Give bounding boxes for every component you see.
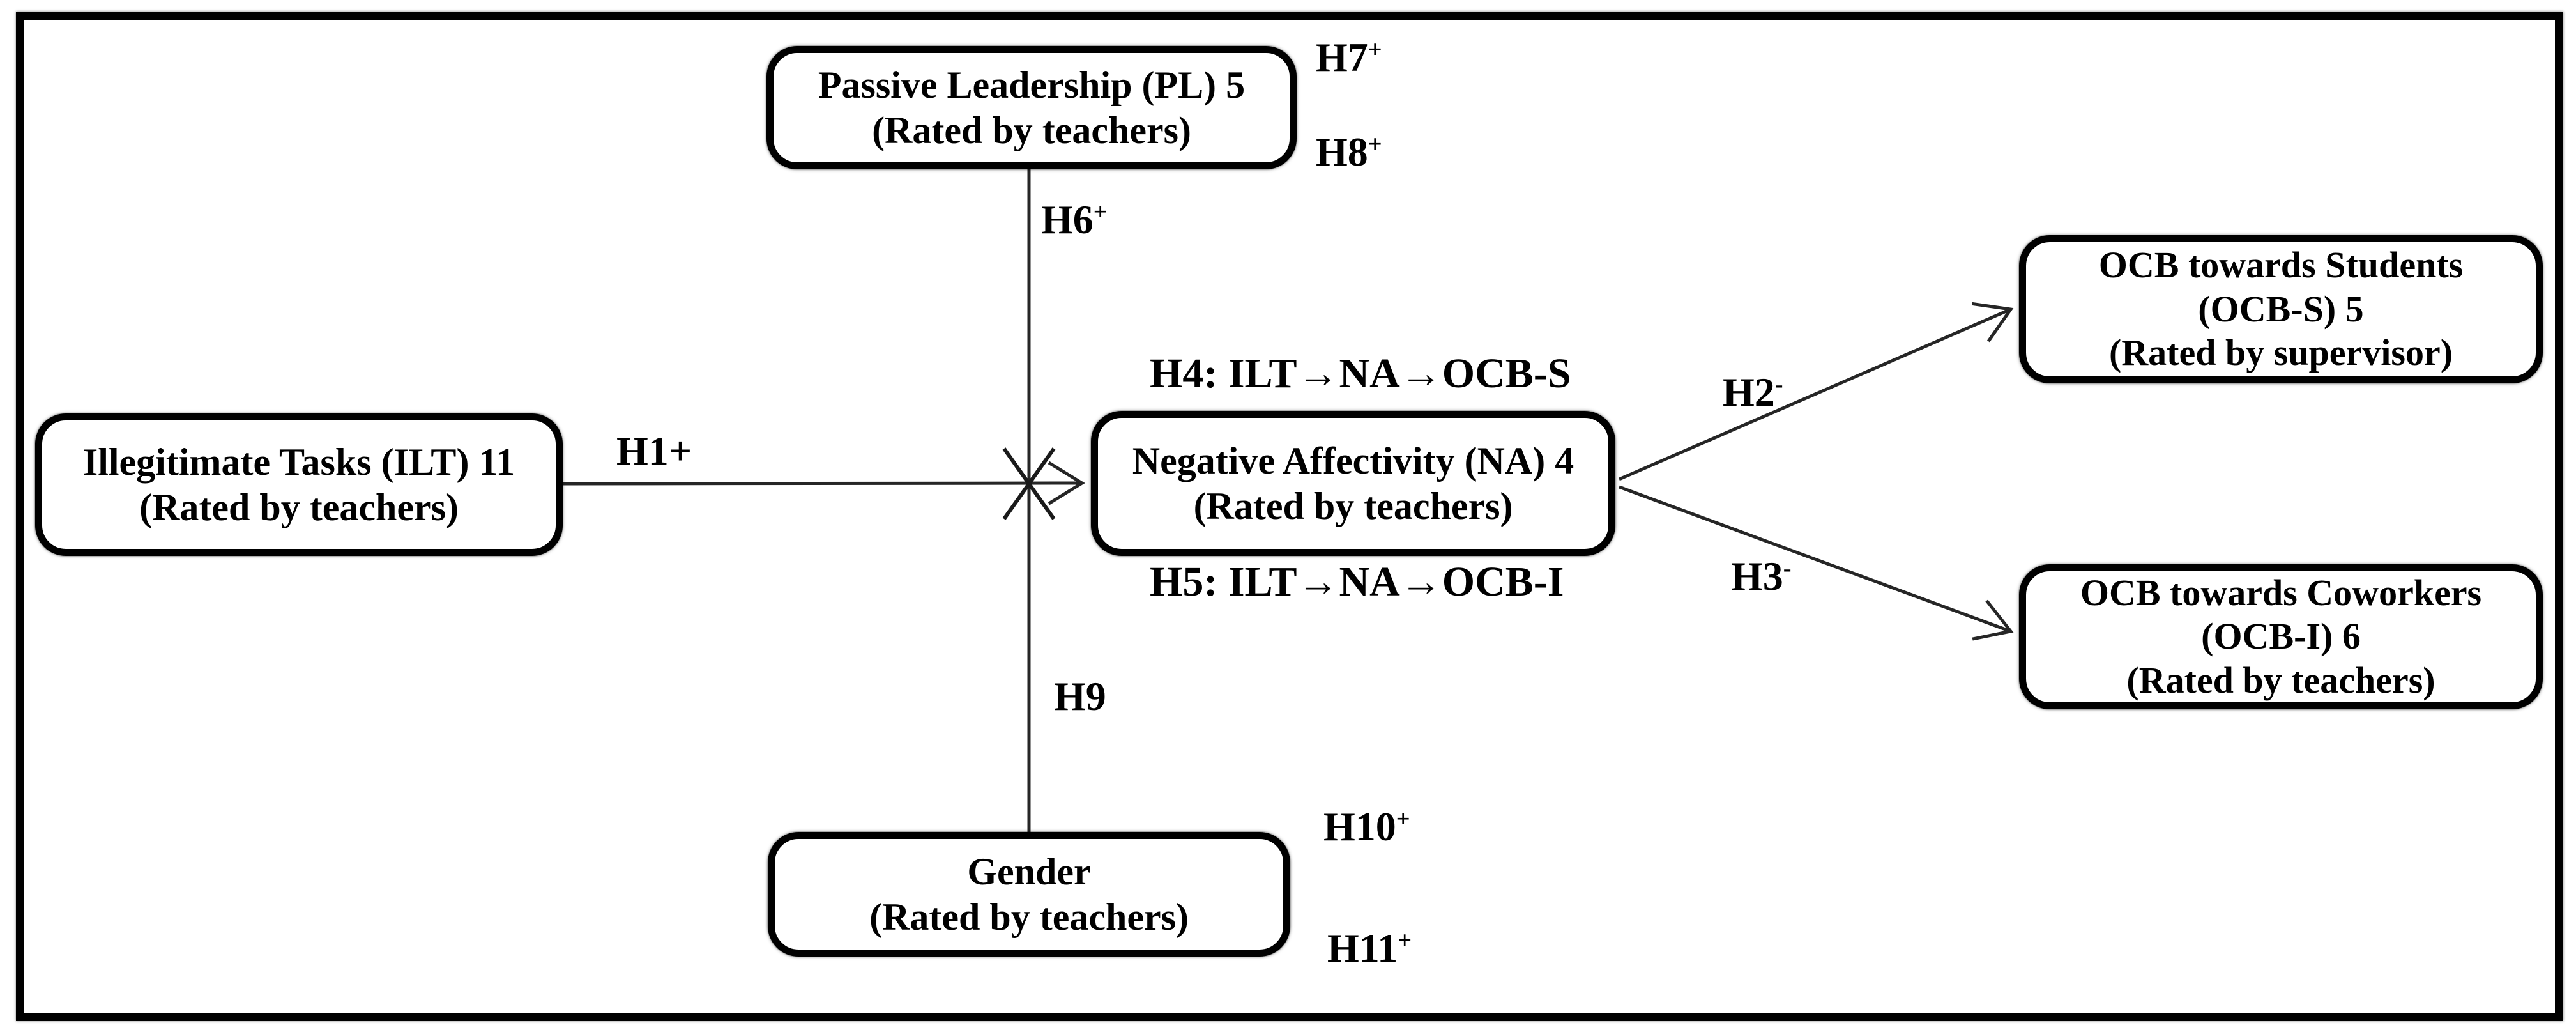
path-na-to-ocb-i (1619, 485, 2014, 641)
node-illegitimate-tasks: Illegitimate Tasks (ILT) 11 (Rated by te… (35, 413, 563, 556)
path-na-to-ocb-s (1619, 302, 2014, 481)
node-ocb-coworkers-rater: (Rated by teachers) (2126, 659, 2435, 701)
label-h11: H11+ (1327, 928, 1412, 969)
label-h11-base: H11 (1327, 925, 1398, 971)
label-h6-sign: + (1093, 198, 1108, 226)
node-ocb-coworkers-abbr: (OCB-I) 6 (2201, 615, 2361, 658)
label-h7: H7+ (1316, 37, 1382, 78)
label-h9: H9 (1054, 676, 1106, 717)
label-h5-base: H5: ILT→NA→OCB-I (1150, 558, 1564, 605)
label-h4-base: H4: ILT→NA→OCB-S (1150, 350, 1571, 397)
label-h3-base: H3 (1731, 553, 1783, 599)
label-h7-base: H7 (1316, 35, 1368, 80)
node-ocb-towards-coworkers: OCB towards Coworkers (OCB-I) 6 (Rated b… (2019, 564, 2543, 709)
label-h3: H3- (1731, 556, 1792, 597)
path-ilt-to-na (556, 461, 1085, 505)
label-h10-sign: + (1396, 805, 1410, 833)
node-passive-leadership-rater: (Rated by teachers) (872, 109, 1191, 151)
node-gender-title: Gender (967, 850, 1091, 893)
node-negative-affectivity: Negative Affectivity (NA) 4 (Rated by te… (1091, 411, 1615, 556)
node-ocb-towards-students: OCB towards Students (OCB-S) 5 (Rated by… (2019, 235, 2543, 383)
node-gender-rater: (Rated by teachers) (869, 895, 1189, 938)
node-ocb-coworkers-title: OCB towards Coworkers (2080, 571, 2482, 613)
label-h2-sign: - (1774, 371, 1783, 398)
label-h10-base: H10 (1323, 804, 1396, 849)
node-negative-affectivity-title: Negative Affectivity (NA) 4 (1132, 439, 1574, 482)
node-illegitimate-tasks-title: Illegitimate Tasks (ILT) 11 (82, 440, 515, 483)
node-ocb-students-rater: (Rated by supervisor) (2108, 332, 2453, 374)
moderation-x-mark (1002, 447, 1056, 520)
label-h3-sign: - (1783, 555, 1792, 582)
figure-border (16, 12, 2563, 1021)
label-h9-base: H9 (1054, 674, 1106, 719)
label-h7-sign: + (1368, 36, 1382, 63)
label-h2-base: H2 (1723, 369, 1775, 415)
node-ocb-students-abbr: (OCB-S) 5 (2198, 288, 2364, 330)
label-h1: H1+ (616, 431, 692, 472)
node-negative-affectivity-rater: (Rated by teachers) (1193, 484, 1513, 527)
label-h2: H2- (1723, 372, 1783, 413)
label-h4-mediation: H4: ILT→NA→OCB-S (1150, 353, 1571, 395)
node-gender: Gender (Rated by teachers) (768, 832, 1290, 957)
label-h11-sign: + (1398, 927, 1412, 954)
label-h8-base: H8 (1316, 129, 1368, 174)
label-h6: H6+ (1041, 199, 1108, 240)
node-passive-leadership: Passive Leadership (PL) 5 (Rated by teac… (766, 46, 1297, 169)
node-illegitimate-tasks-rater: (Rated by teachers) (139, 486, 459, 528)
label-h5-mediation: H5: ILT→NA→OCB-I (1150, 561, 1564, 603)
label-h1-base: H1+ (616, 428, 692, 474)
label-h8: H8+ (1316, 132, 1382, 173)
label-h8-sign: + (1368, 130, 1382, 158)
label-h6-base: H6 (1041, 197, 1094, 242)
node-passive-leadership-title: Passive Leadership (PL) 5 (818, 63, 1246, 106)
node-ocb-students-title: OCB towards Students (2098, 244, 2464, 286)
label-h10: H10+ (1323, 806, 1410, 847)
